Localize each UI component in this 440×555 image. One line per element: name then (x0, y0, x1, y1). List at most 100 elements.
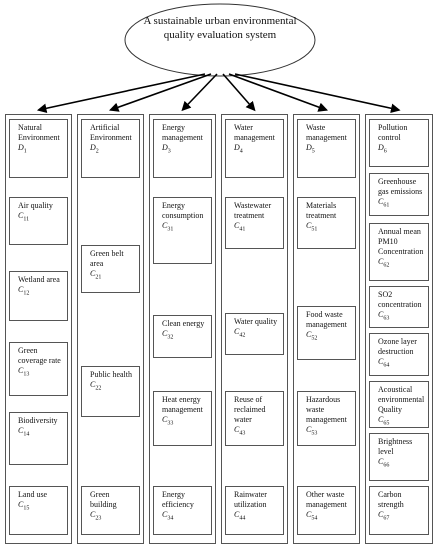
criterion-box-42-code-letter: C (234, 327, 240, 336)
dimension-header-6-label: Pollution control (378, 123, 408, 142)
criterion-box-12-label: Wetland area (18, 275, 60, 284)
criterion-box-22-code-subscript: 22 (95, 385, 102, 392)
dimension-header-3-code-subscript: 3 (167, 148, 171, 155)
criterion-box-63-label: SO2 concentration (378, 290, 422, 309)
criterion-box-51-code-letter: C (306, 221, 312, 230)
criterion-box-22-label: Public health (90, 370, 132, 379)
criterion-box-11-label: Air quality (18, 201, 53, 210)
dimension-header-6-code-letter: D (378, 143, 384, 152)
criterion-box-14-code-subscript: 14 (23, 431, 30, 438)
dimension-header-3-code: D3 (162, 143, 206, 157)
criterion-box-31-label: Energy consumption (162, 201, 204, 220)
criterion-box-21-code: C21 (90, 269, 134, 283)
criterion-box-15-code-letter: C (18, 500, 24, 509)
criterion-box-62-code: C62 (378, 257, 423, 271)
criterion-box-22-code: C22 (90, 380, 134, 394)
criterion-box-32-code-subscript: 32 (167, 334, 174, 341)
criterion-box-66-code: C66 (378, 457, 423, 471)
criterion-box-13-code-letter: C (18, 366, 24, 375)
dimension-header-4-code-subscript: 4 (239, 148, 243, 155)
criterion-box-62-label: Annual mean PM10 Concentration (378, 227, 424, 256)
criterion-box-12-code: C12 (18, 285, 62, 299)
criterion-box-12-code-letter: C (18, 285, 24, 294)
arrow-to-column-1 (36, 73, 206, 114)
criterion-box-67-code-subscript: 67 (383, 515, 390, 522)
arrow-to-column-6 (234, 73, 401, 113)
criterion-box-67-code-letter: C (378, 510, 384, 519)
dimension-header-2-code-letter: D (90, 143, 96, 152)
criterion-box-44-code: C44 (234, 510, 278, 524)
dimension-header-2-label: Artificial Environment (90, 123, 132, 142)
criterion-box-65-code-letter: C (378, 415, 384, 424)
dimension-header-1-code: D1 (18, 143, 62, 157)
criterion-box-53-label: Hazardous waste management (306, 395, 347, 424)
criterion-box-23-label: Green building (90, 490, 117, 509)
criterion-box-61-code: C61 (378, 197, 423, 211)
criterion-box-11-code: C11 (18, 211, 62, 225)
criterion-box-43-code-subscript: 43 (239, 430, 246, 437)
dimension-header-6-code: D6 (378, 143, 423, 157)
criterion-box-15-label: Land use (18, 490, 48, 499)
arrow-to-column-5 (228, 73, 329, 112)
criterion-box-33-code-letter: C (162, 415, 168, 424)
criterion-box-53-code: C53 (306, 425, 350, 439)
dimension-header-5-code-subscript: 5 (311, 148, 315, 155)
criterion-box-51-code-subscript: 51 (311, 226, 318, 233)
criterion-box-52-code-subscript: 52 (311, 335, 318, 342)
dimension-header-6-code-subscript: 6 (383, 148, 387, 155)
criterion-box-31-code: C31 (162, 221, 206, 235)
criterion-box-33-code: C33 (162, 415, 206, 429)
root-title: A sustainable urban environmental qualit… (143, 15, 297, 41)
criterion-box-54-code-subscript: 54 (311, 515, 318, 522)
dimension-header-5-label: Waste management (306, 123, 347, 142)
arrow-to-column-2 (108, 73, 212, 112)
criterion-box-34-code-subscript: 34 (167, 515, 174, 522)
criterion-box-23-code: C23 (90, 510, 134, 524)
criterion-box-32-label: Clean energy (162, 319, 205, 328)
criterion-box-42-code: C42 (234, 327, 278, 341)
criterion-box-21-code-subscript: 21 (95, 274, 102, 281)
criterion-box-14-code-letter: C (18, 426, 24, 435)
criterion-box-51-label: Materials treatment (306, 201, 337, 220)
criterion-box-13-label: Green coverage rate (18, 346, 61, 365)
criterion-box-21-code-letter: C (90, 269, 96, 278)
criterion-box-66-code-letter: C (378, 457, 384, 466)
criterion-box-53-code-subscript: 53 (311, 430, 318, 437)
criterion-box-64-code-subscript: 64 (383, 362, 390, 369)
criterion-box-44-code-letter: C (234, 510, 240, 519)
criterion-box-13-code: C13 (18, 366, 62, 380)
criterion-box-65-code-subscript: 65 (383, 420, 390, 427)
criterion-box-54-label: Other waste management (306, 490, 347, 509)
criterion-box-33-code-subscript: 33 (167, 420, 174, 427)
dimension-header-1-code-letter: D (18, 143, 24, 152)
criterion-box-41-label: Wastewater treatment (234, 201, 272, 220)
criterion-box-41-code-letter: C (234, 221, 240, 230)
criterion-box-43-code-letter: C (234, 425, 240, 434)
root-ellipse (124, 3, 316, 77)
dimension-header-4-label: Water management (234, 123, 275, 142)
criterion-box-41-code-subscript: 41 (239, 226, 246, 233)
criterion-box-52-label: Food waste management (306, 310, 347, 329)
dimension-header-2-code: D2 (90, 143, 134, 157)
dimension-header-3-label: Energy management (162, 123, 203, 142)
criterion-box-15-code: C15 (18, 500, 62, 514)
criterion-box-63-code: C63 (378, 310, 423, 324)
criterion-box-22-code-letter: C (90, 380, 96, 389)
arrow-to-column-4 (222, 73, 256, 112)
